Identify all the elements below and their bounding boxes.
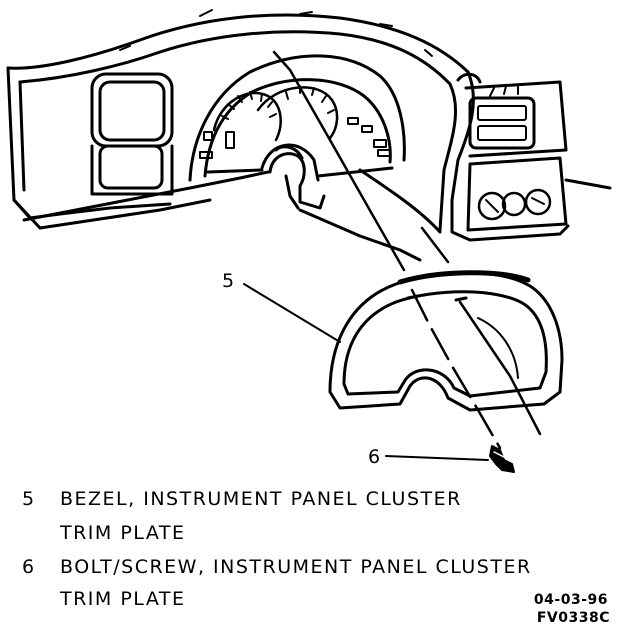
figure-date-code: 04-03-96 <box>533 592 608 608</box>
leader-lines <box>243 283 489 461</box>
legend-item-5-line1: BEZEL, INSTRUMENT PANEL CLUSTER <box>60 488 462 510</box>
left-air-vent <box>90 72 174 196</box>
bolt-screw <box>489 445 515 473</box>
steering-column-opening <box>268 152 326 210</box>
legend-item-6-line2: TRIM PLATE <box>60 588 186 610</box>
callout-6-label: 6 <box>368 446 382 468</box>
leader-line-bolt <box>385 455 489 461</box>
legend-item-6-line1: BOLT/SCREW, INSTRUMENT PANEL CLUSTER <box>60 556 532 578</box>
instrument-cluster <box>188 54 406 182</box>
center-console <box>456 72 612 232</box>
figure-id-code: FV0338C <box>536 610 610 626</box>
bezel-trim-plate <box>328 270 564 412</box>
callout-5-label: 5 <box>222 270 236 292</box>
legend-item-5-line2: TRIM PLATE <box>60 522 186 544</box>
alignment-lines <box>272 50 542 450</box>
legend-item-5-number: 5 <box>22 488 35 510</box>
legend-item-6-number: 6 <box>22 556 35 578</box>
leader-line-bezel <box>243 283 341 343</box>
